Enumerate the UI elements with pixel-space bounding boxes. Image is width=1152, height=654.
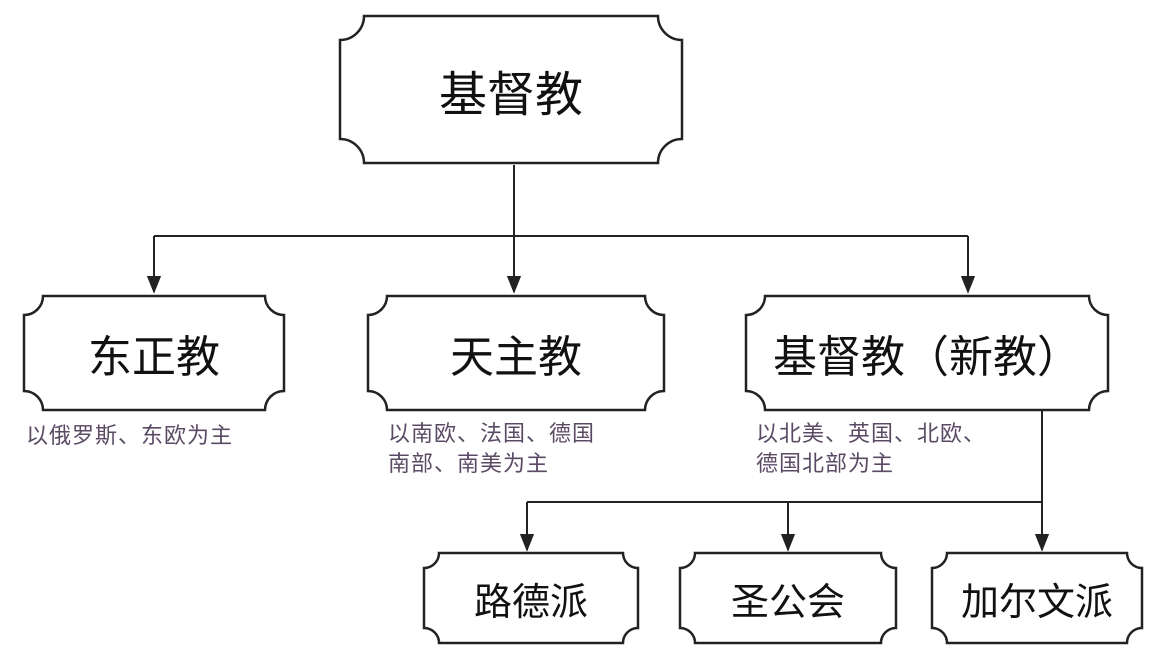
note-line: 德国北部为主: [756, 452, 895, 477]
note-line: 以北美、英国、北欧、: [756, 422, 987, 447]
note-catholic: 以南欧、法国、德国 南部、南美为主: [388, 420, 595, 480]
node-label: 路德派: [473, 579, 588, 624]
node-christianity: 基督教: [338, 14, 684, 165]
node-anglican: 圣公会: [678, 551, 898, 645]
note-line: 以南欧、法国、德国: [388, 422, 596, 447]
node-eastern-orthodox: 东正教: [22, 294, 286, 412]
node-lutheran: 路德派: [422, 551, 640, 645]
note-line: 以俄罗斯、东欧为主: [26, 424, 234, 449]
node-label: 东正教: [88, 332, 220, 383]
note-eastern-orthodox: 以俄罗斯、东欧为主: [26, 422, 233, 452]
node-frame: [744, 294, 1110, 412]
note-line: 南部、南美为主: [388, 452, 550, 477]
node-frame: [678, 551, 898, 645]
node-frame: [930, 551, 1144, 645]
node-frame: [338, 14, 684, 165]
node-label: 基督教: [438, 66, 583, 123]
node-label: 基督教（新教）: [773, 332, 1081, 383]
node-label: 加尔文派: [960, 579, 1113, 624]
node-frame: [366, 294, 666, 412]
node-calvinist: 加尔文派: [930, 551, 1144, 645]
node-frame: [422, 551, 640, 645]
node-catholic: 天主教: [366, 294, 666, 412]
note-protestant: 以北美、英国、北欧、 德国北部为主: [756, 420, 986, 480]
node-label: 圣公会: [730, 579, 845, 624]
node-protestant: 基督教（新教）: [744, 294, 1110, 412]
node-frame: [22, 294, 286, 412]
node-label: 天主教: [450, 332, 582, 383]
